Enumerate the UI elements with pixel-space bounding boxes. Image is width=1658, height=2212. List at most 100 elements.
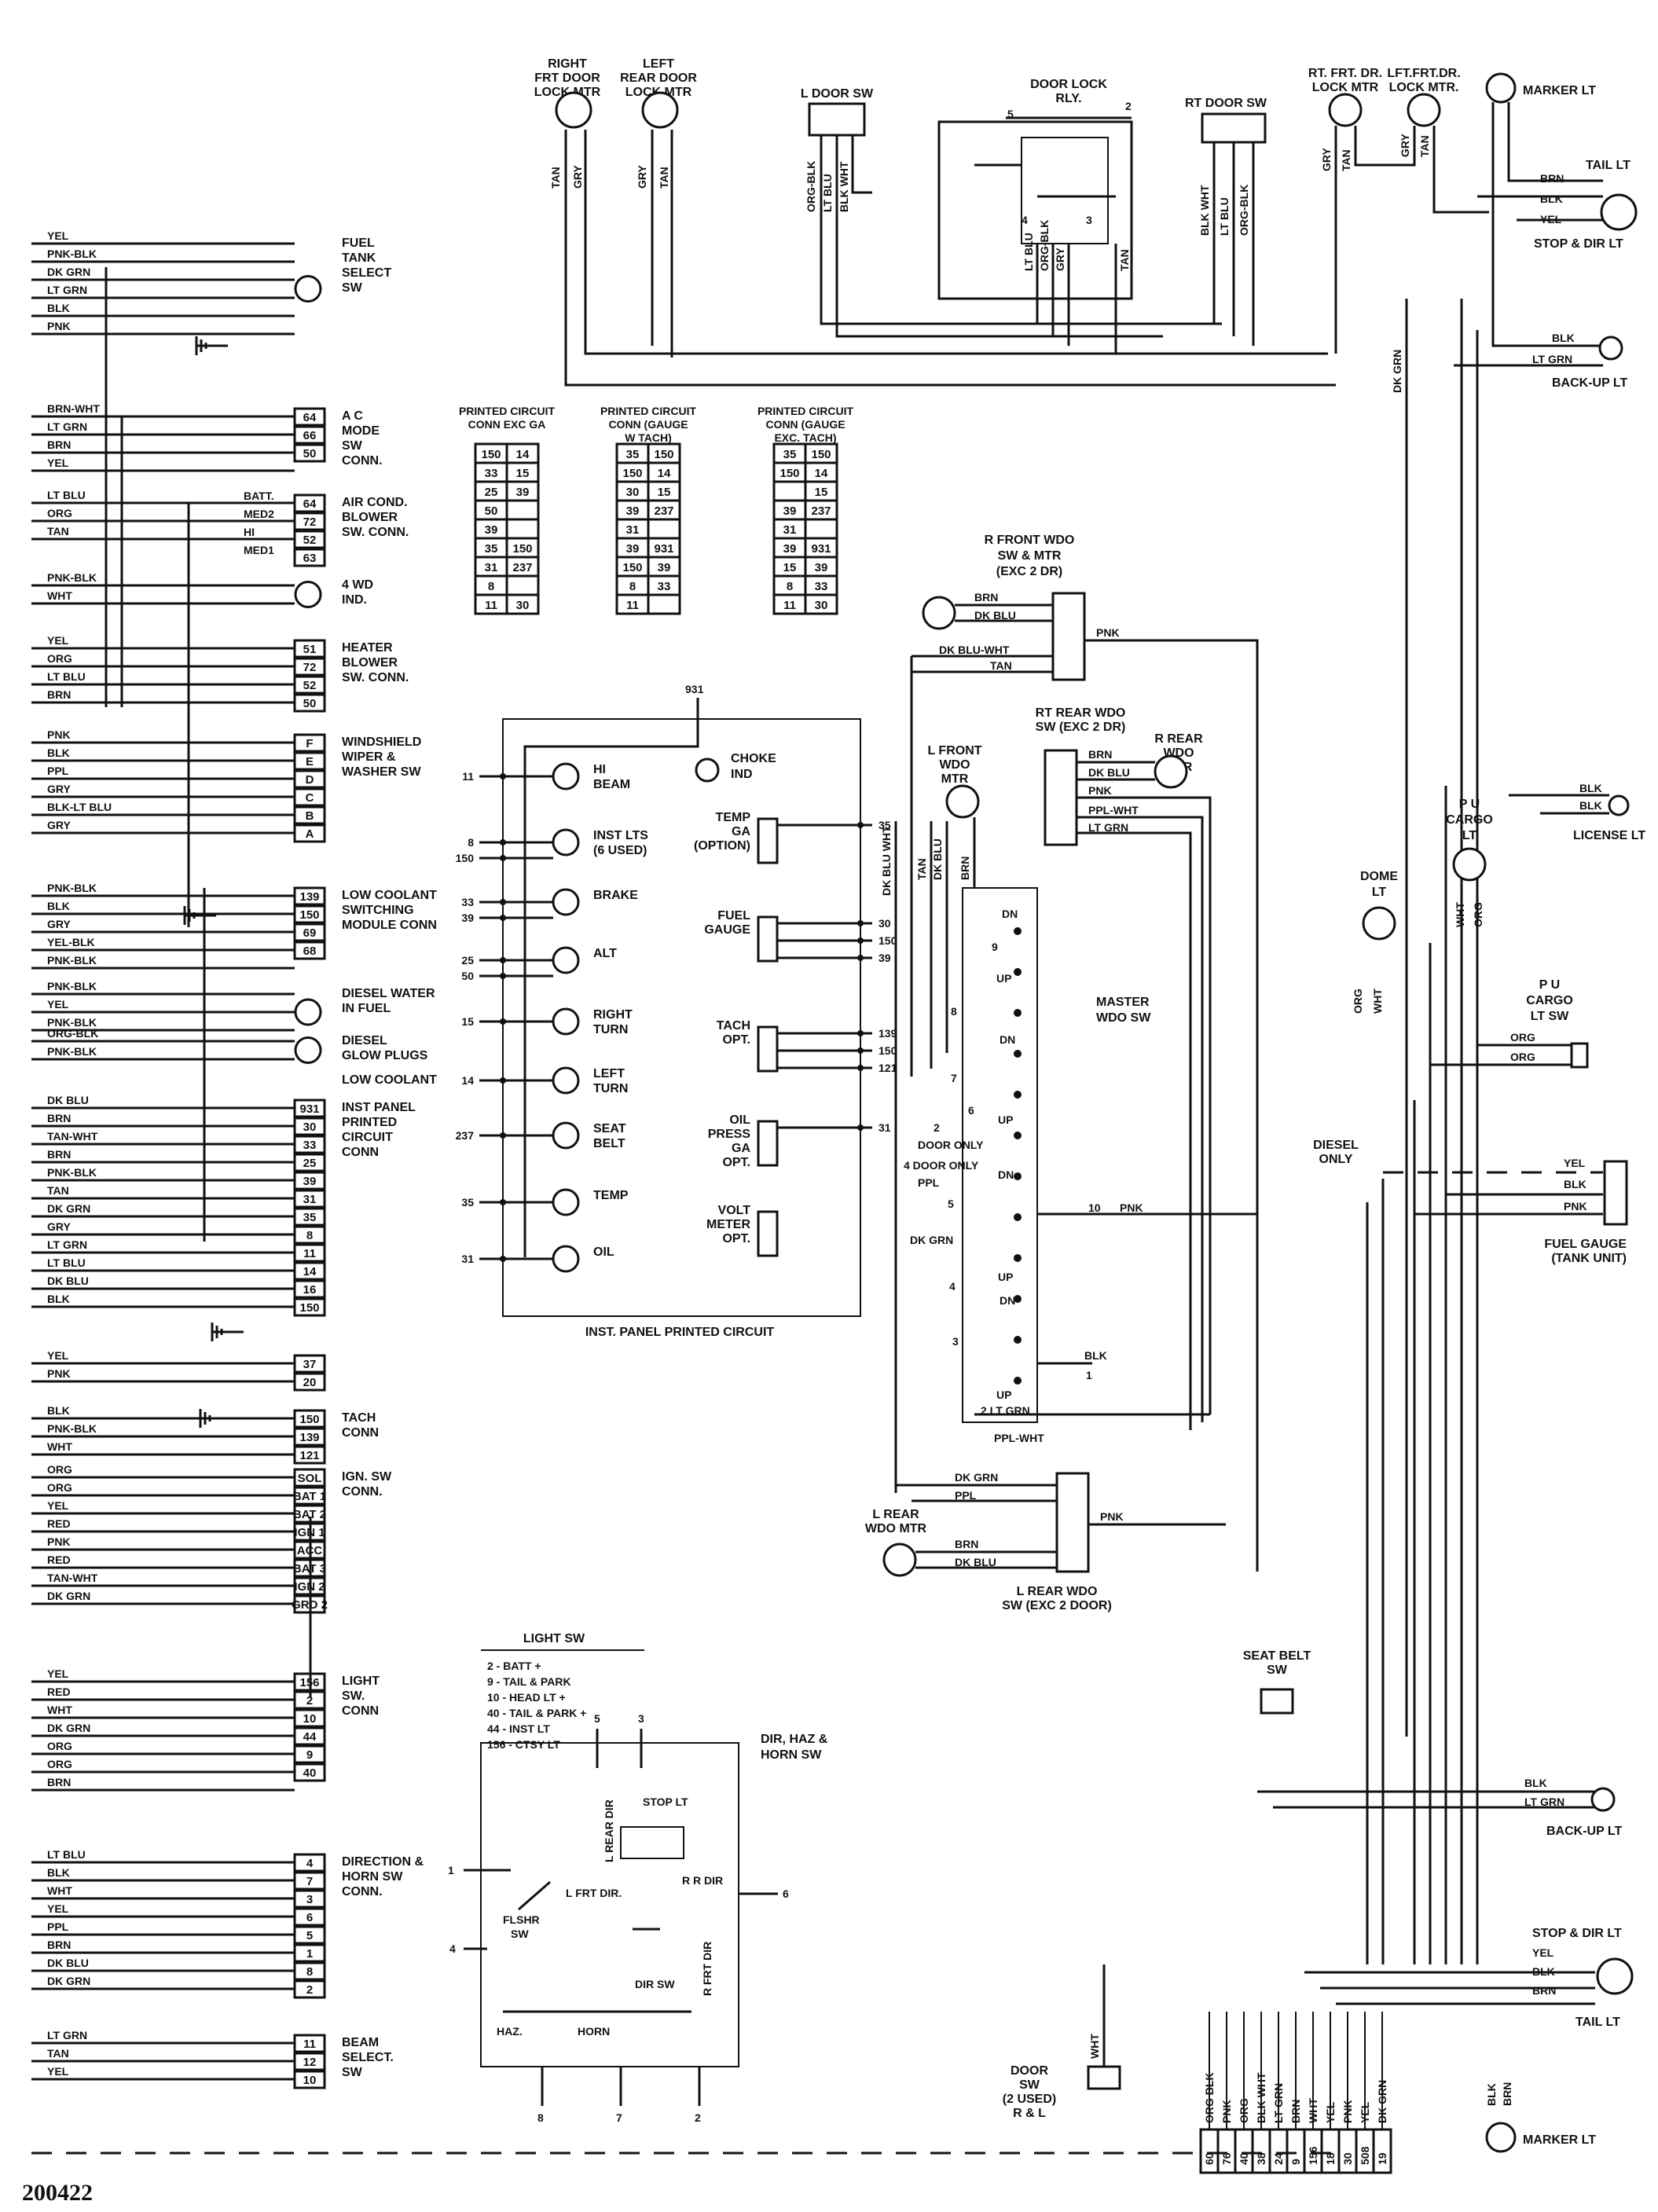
pin-function-label: MED1: [244, 544, 274, 556]
wire-label: ORG: [1472, 902, 1484, 927]
pc-table-value: 11: [626, 599, 639, 612]
dir-sw-label: FLSHR: [503, 1913, 540, 1926]
connector-pin: 150: [299, 908, 319, 922]
connector-pin: 4: [306, 1857, 314, 1870]
lamp-label: BRAKE: [593, 889, 638, 902]
wire-color-label: BLK: [47, 900, 70, 912]
master-label-2: WDO SW: [1096, 1011, 1151, 1025]
connector-pin: 12: [303, 2056, 317, 2069]
pc-table-value: 30: [815, 599, 828, 612]
pc-table-value: 33: [815, 580, 828, 593]
dir-sw-slider: [620, 1826, 684, 1859]
wire-color-label: RED: [47, 1686, 71, 1698]
seat-belt-sw-label-2: SW: [1267, 1664, 1288, 1677]
wire-label: WHT: [1371, 989, 1384, 1014]
connector-pin-cell: [293, 805, 326, 825]
pc-table-cell: [647, 518, 681, 540]
connector-pin-cell: [293, 1354, 326, 1374]
rfdl-label-1: RT. FRT. DR.: [1308, 67, 1382, 80]
connector-title: A C: [342, 409, 363, 423]
bottom-connector-pin: 508: [1359, 2146, 1371, 2165]
connector-pin: 8: [306, 1965, 313, 1979]
connector-pin-cell: [293, 693, 326, 713]
wire-label: GRY: [1399, 134, 1411, 157]
dir-sw-label: L FRT DIR.: [566, 1887, 622, 1899]
connector-pin: 150: [299, 1301, 319, 1315]
bottom-connector-pin: 60: [1203, 2152, 1216, 2165]
wire-color-label: PNK-BLK: [47, 882, 97, 894]
connector-pin: 16: [303, 1283, 317, 1297]
gauge-pin: 139: [879, 1027, 897, 1040]
wire-label: DK BLU: [1088, 766, 1130, 779]
pc-table-value: 11: [783, 599, 796, 612]
connector-pin-cell: [293, 904, 326, 924]
wire-label: BRN: [1540, 172, 1564, 185]
lamp-pin: 14: [461, 1074, 474, 1087]
connector-pin-cell: [293, 407, 326, 427]
gauge-pin: 150: [879, 1044, 897, 1057]
wire-color-label: PPL: [47, 765, 69, 777]
connector-title: CONN.: [342, 1485, 383, 1499]
marker-lt-icon: [1485, 72, 1517, 104]
door-sw: WHT DOOR SW (2 USED) R & L: [1003, 1964, 1121, 2120]
connector-pin-cell: [293, 1486, 326, 1506]
pc-table-cell: [804, 518, 838, 540]
connector-pin-cell: [293, 733, 326, 753]
wire-color-label: WHT: [47, 1884, 72, 1897]
connector-title: CONN: [342, 1704, 379, 1718]
wire-color-label: YEL: [47, 457, 69, 469]
relay-internal: [974, 116, 1132, 198]
bottom-connector-wire-label: YEL: [1324, 2101, 1337, 2123]
wire-color-label: YEL: [47, 1349, 69, 1362]
pc-table-value: 150: [622, 561, 642, 574]
wire-label: BRN: [1501, 2082, 1513, 2106]
bottom-connector-cell: [1216, 2128, 1237, 2174]
wire-label: GRY: [571, 165, 584, 189]
pc-table-cell: [505, 499, 540, 521]
lrm-label-2: WDO MTR: [865, 1522, 927, 1535]
legend-item: 40 - TAIL & PARK +: [487, 1707, 586, 1719]
pc-table-value: 150: [654, 448, 673, 461]
wire-label: BRN: [959, 857, 971, 880]
connector-pin: B: [306, 809, 314, 823]
wire-label: PNK: [1100, 1510, 1124, 1523]
connector-pin: D: [306, 773, 314, 787]
bottom-connector-pin: 30: [1341, 2152, 1354, 2165]
l-door-sw-wires: [820, 135, 1222, 338]
connector-title: WIPER &: [342, 750, 396, 764]
wire-color-label: LT GRN: [47, 1238, 87, 1251]
wire-color-label: RED: [47, 1517, 71, 1530]
pc-table-value: 237: [512, 561, 532, 574]
lamp-label: INST LTS: [593, 829, 648, 842]
connector-pin: 2: [306, 1983, 313, 1997]
connector-pin-cell: [293, 548, 326, 567]
bottom-connector-pin: 24: [1272, 2152, 1285, 2165]
pc-table-cell: [474, 461, 508, 483]
wire-color-label: BLK: [47, 1404, 70, 1417]
connector-pin-cell: [293, 751, 326, 771]
connector-pin: 66: [303, 429, 317, 442]
lrdlm-label-1: LEFT: [643, 57, 674, 71]
indicator-lamp-icon: [552, 1245, 580, 1273]
lamp-label: (6 USED): [593, 844, 647, 857]
lamp-label: RIGHT: [593, 1008, 633, 1022]
pc-table-cell: [505, 518, 540, 540]
rrw-label-1: RT REAR WDO: [1036, 706, 1126, 720]
top-door-lock-area: RIGHT FRT DOOR LOCK MTR LEFT REAR DOOR L…: [534, 57, 1638, 1737]
wire-label: PPL-WHT: [1088, 804, 1139, 816]
wire-label: YEL: [1564, 1157, 1586, 1169]
r-rear-wdo-mtr-icon: [1154, 754, 1188, 789]
bottom-connector-cell: [1372, 2128, 1392, 2174]
gauge-label: METER: [706, 1218, 750, 1231]
fuel-gauge-wires: [1414, 1193, 1603, 1216]
wire-label: TAN: [990, 659, 1012, 672]
connector-pin-cell: [293, 1708, 326, 1728]
master-sw-mark: 6: [968, 1104, 974, 1117]
rfdlm-label-2: FRT DOOR: [534, 72, 600, 85]
pc-table-value: 8: [488, 580, 494, 593]
connector-pin-cell: [293, 675, 326, 695]
wire-label: BLK: [1532, 1965, 1555, 1978]
wire-label: BLK: [1552, 332, 1575, 344]
lfm-label-3: MTR: [941, 772, 969, 786]
